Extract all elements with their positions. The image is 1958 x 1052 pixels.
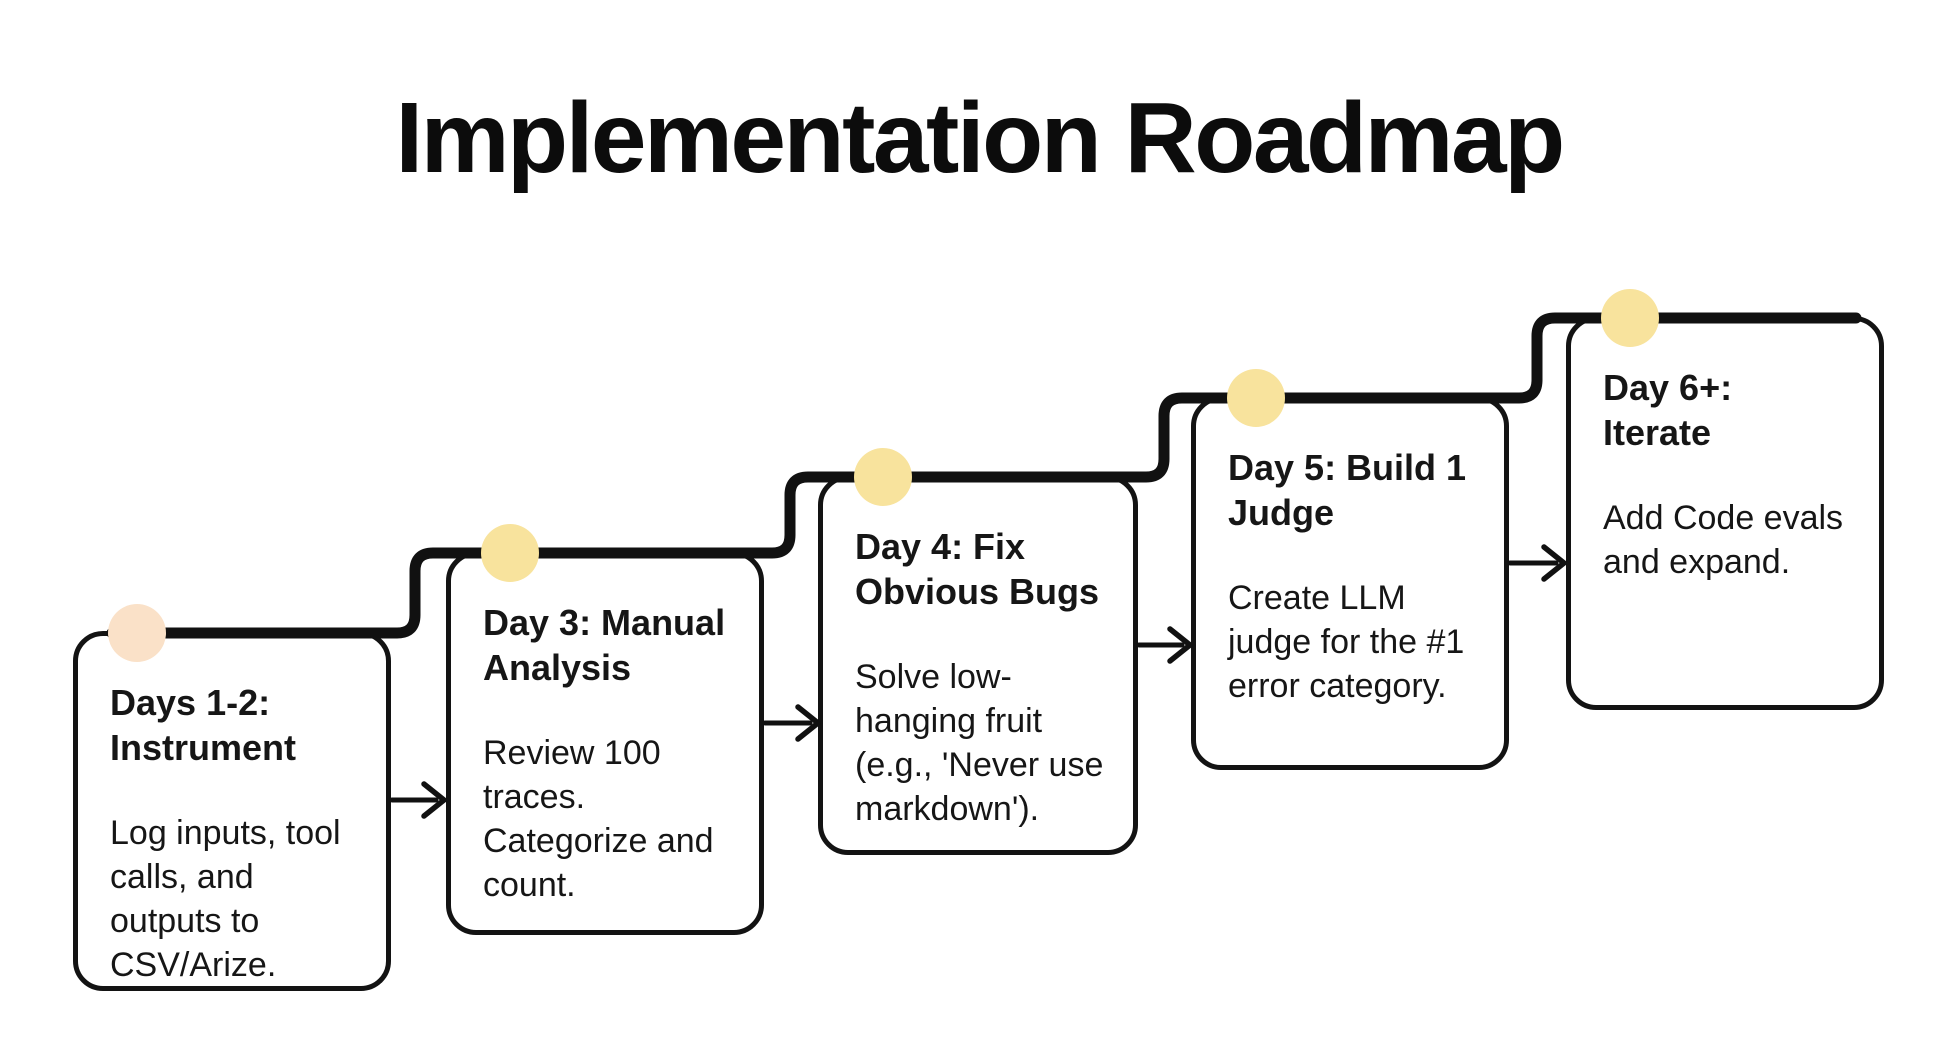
arrow-head [1541,544,1567,582]
step-heading: Days 1-2: Instrument [110,682,297,769]
arrow-head [795,704,821,742]
flow-arrow-icon-2-to-3 [762,704,821,742]
step-heading: Day 5: Build 1 Judge [1228,447,1467,534]
step-heading: Day 3: Manual Analysis [483,602,726,689]
arrow-head [421,781,447,819]
step-heading: Day 6+: Iterate [1603,367,1733,454]
step-box-day-5-build-1-judge: Day 5: Build 1 Judge Create LLM judge fo… [1191,396,1509,770]
arrow-head [1167,626,1193,664]
page-title: Implementation Roadmap [395,82,1565,194]
step-body: Add Code evals and expand. [1603,498,1844,581]
step-heading: Day 4: Fix Obvious Bugs [855,526,1100,613]
step-body: Review 100 traces. Categorize and count. [483,733,714,905]
step-body: Create LLM judge for the #1 error catego… [1228,578,1465,706]
flow-arrow-icon-1-to-2 [389,781,447,819]
flow-arrow-icon-3-to-4 [1136,626,1193,664]
flow-arrow-icon-4-to-5 [1507,544,1567,582]
step-body: Solve low- hanging fruit (e.g., 'Never u… [855,657,1104,829]
step-box-days-1-2-instrument: Days 1-2: Instrument Log inputs, tool ca… [73,631,391,991]
step-box-day-3-manual-analysis: Day 3: Manual Analysis Review 100 traces… [446,551,764,935]
step-box-day-4-fix-obvious-bugs: Day 4: Fix Obvious Bugs Solve low- hangi… [818,475,1138,855]
step-body: Log inputs, tool calls, and outputs to C… [110,813,341,985]
step-box-day-6-iterate: Day 6+: Iterate Add Code evals and expan… [1566,316,1884,710]
